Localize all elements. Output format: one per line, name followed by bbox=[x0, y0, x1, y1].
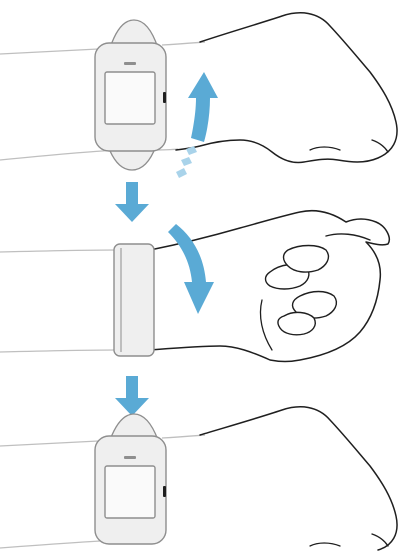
panel-wrist-rotated-side bbox=[0, 211, 389, 362]
finger-middle bbox=[284, 246, 329, 273]
arm-outline-bottom bbox=[0, 350, 116, 352]
arm-outline-top-right bbox=[162, 42, 205, 45]
panel-watch-face-up bbox=[0, 13, 397, 178]
down-arrow-icon bbox=[115, 182, 149, 222]
panel-watch-face-up-return bbox=[0, 407, 397, 550]
finger-little bbox=[278, 312, 315, 334]
arm-outline-top-right bbox=[162, 435, 205, 438]
watch-side-button bbox=[163, 92, 166, 103]
thumb-line bbox=[372, 140, 388, 152]
arm-outline-top bbox=[0, 250, 116, 252]
arm-outline-bottom bbox=[0, 150, 118, 160]
curved-up-arrow-icon bbox=[176, 72, 218, 178]
knuckle-line bbox=[310, 543, 340, 546]
watch-logo bbox=[124, 456, 136, 459]
knuckle-line bbox=[310, 147, 340, 150]
watch-side-profile bbox=[114, 244, 154, 356]
watch-screen bbox=[105, 72, 155, 124]
thumb-outline bbox=[326, 234, 370, 240]
watch-side-button bbox=[163, 486, 166, 497]
hand-outline bbox=[200, 407, 397, 550]
down-arrow-icon bbox=[115, 376, 149, 416]
watch-logo bbox=[124, 62, 136, 65]
palm-crease bbox=[260, 300, 272, 350]
watch-screen bbox=[105, 466, 155, 518]
thumb-line bbox=[372, 534, 388, 546]
